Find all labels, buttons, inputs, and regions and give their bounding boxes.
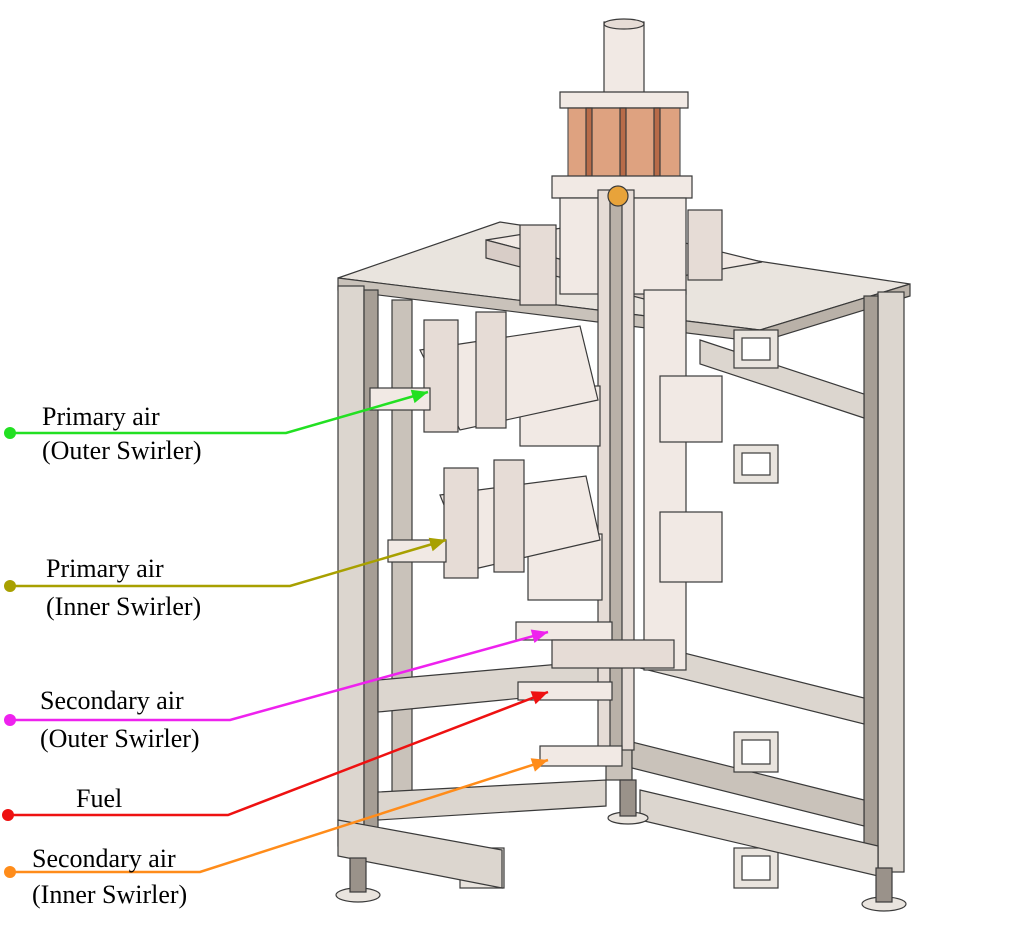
label-secondary-air-inner: Secondary air (Inner Swirler) (32, 846, 187, 908)
leader-dot-secondary-inner (4, 866, 16, 878)
leader-line-fuel (8, 690, 549, 817)
side-flange-right (687, 209, 723, 281)
leader-line-primary-outer (10, 390, 429, 435)
leader-lines (2, 389, 549, 878)
left-crossbeam-low (377, 779, 607, 821)
label-secondary-air-inner-line1: Secondary air (32, 844, 176, 873)
label-secondary-air-outer-line2: (Outer Swirler) (40, 724, 200, 753)
exhaust-pipe (603, 21, 645, 101)
leader-line-secondary-outer (10, 630, 549, 722)
label-primary-air-inner: Primary air (Inner Swirler) (46, 556, 201, 620)
lower-flange (551, 639, 675, 669)
label-primary-air-outer-line1: Primary air (42, 402, 160, 431)
leader-arrowhead-secondary-inner (530, 758, 548, 772)
foot-center-screw (619, 779, 637, 817)
label-primary-air-inner-line2: (Inner Swirler) (46, 592, 202, 621)
top-flange (559, 91, 689, 109)
label-fuel-line1: Fuel (76, 784, 123, 813)
leader-arrowhead-primary-outer (410, 389, 428, 404)
label-secondary-air-outer-line1: Secondary air (40, 686, 184, 715)
body-flange-2 (659, 375, 723, 443)
right-front-leg (877, 291, 905, 873)
right-front-leg-side (863, 295, 879, 872)
inner-swirler-flange (443, 467, 479, 579)
combustor-assembly (369, 18, 763, 767)
foot-right-screw (875, 867, 893, 903)
tube-end-4-hole (741, 855, 771, 881)
window-rod-2 (619, 107, 627, 179)
inner-swirler-flange-2 (493, 459, 525, 573)
label-primary-air-outer: Primary air (Outer Swirler) (42, 404, 202, 464)
label-secondary-air-inner-line2: (Inner Swirler) (32, 880, 188, 909)
base-beam-left (337, 819, 503, 889)
side-flange-left (519, 224, 557, 306)
outer-casing (643, 289, 687, 671)
burner-tip (607, 185, 629, 207)
tube-end-1-hole (741, 337, 771, 361)
leader-arrowhead-fuel (530, 691, 548, 705)
outer-swirler-flange-2 (475, 311, 507, 429)
right-crossbeam-top (699, 339, 865, 419)
leader-line-primary-inner (10, 538, 447, 588)
label-primary-air-inner-line1: Primary air (46, 554, 164, 583)
leader-dot-primary-inner (4, 580, 16, 592)
leader-line-secondary-inner (10, 758, 549, 874)
leader-dot-secondary-outer (4, 714, 16, 726)
body-flange-4 (659, 511, 723, 583)
foot-left-screw (349, 857, 367, 893)
leader-arrowhead-primary-inner (428, 537, 446, 552)
leader-arrowhead-secondary-outer (530, 629, 548, 644)
right-crossbeam-low (631, 741, 865, 827)
label-fuel: Fuel (76, 786, 122, 812)
leader-dot-primary-outer (4, 427, 16, 439)
outer-swirler-flange (423, 319, 459, 433)
label-primary-air-outer-line2: (Outer Swirler) (42, 436, 202, 465)
tube-end-3-hole (741, 739, 771, 765)
secondary-inner-tube (539, 745, 623, 767)
exhaust-pipe-top (603, 18, 645, 30)
window-rod-3 (653, 107, 661, 179)
tube-end-2-hole (741, 452, 771, 476)
label-secondary-air-outer: Secondary air (Outer Swirler) (40, 688, 200, 752)
leader-dot-fuel (2, 809, 14, 821)
window-rod-1 (585, 107, 593, 179)
